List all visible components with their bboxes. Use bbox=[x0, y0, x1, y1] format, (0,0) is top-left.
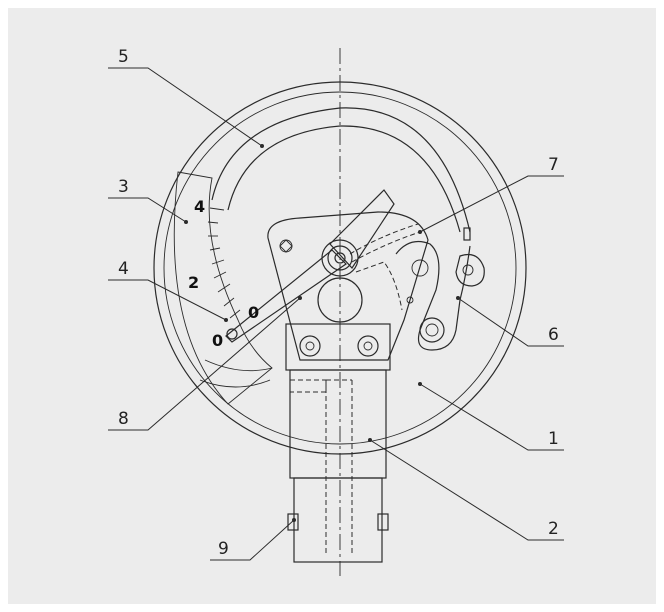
callout-6: 6 bbox=[548, 325, 559, 345]
background-panel bbox=[8, 8, 656, 604]
dial-arc-line bbox=[204, 359, 273, 372]
callout-3: 3 bbox=[118, 177, 129, 197]
dial-plate bbox=[173, 171, 273, 405]
leader-lines bbox=[108, 67, 564, 561]
callout-2: 2 bbox=[548, 519, 559, 539]
segment-lever bbox=[395, 227, 485, 351]
link-dashed bbox=[349, 223, 421, 311]
scale-label-0-inner: 0 bbox=[248, 303, 259, 322]
callout-9: 9 bbox=[218, 539, 229, 559]
dial-arc-line-2 bbox=[199, 379, 271, 388]
scale-label-0: 0 bbox=[212, 331, 223, 350]
leader-dots bbox=[184, 144, 460, 522]
callout-8: 8 bbox=[118, 409, 129, 429]
callout-7: 7 bbox=[548, 155, 559, 175]
callout-5: 5 bbox=[118, 47, 129, 67]
socket bbox=[285, 323, 391, 563]
callout-4: 4 bbox=[118, 259, 129, 279]
scale-ticks bbox=[207, 207, 241, 319]
callout-1: 1 bbox=[548, 429, 559, 449]
scale-label-4: 4 bbox=[194, 197, 205, 216]
scale-label-2: 2 bbox=[188, 273, 199, 292]
